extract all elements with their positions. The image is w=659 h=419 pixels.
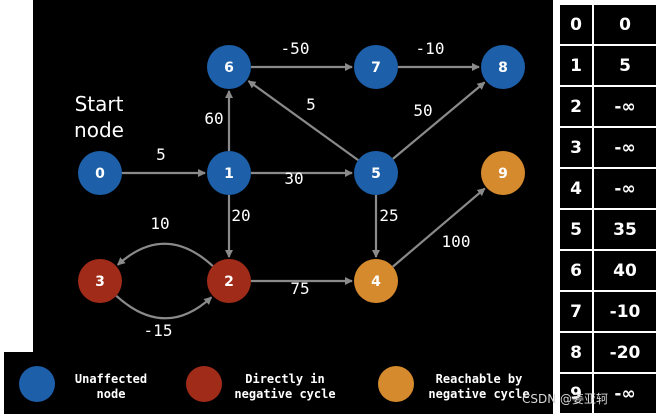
node-2 bbox=[207, 259, 251, 303]
legend-swatch-negative_cycle bbox=[186, 366, 222, 402]
table-distance-cell: 40 bbox=[592, 249, 658, 292]
table-row: 2-∞ bbox=[558, 85, 658, 128]
labels-layer: Start node bbox=[74, 92, 124, 142]
table-distance-cell: 35 bbox=[592, 208, 658, 251]
node-label-4: 4 bbox=[371, 274, 381, 290]
legend-background bbox=[4, 352, 553, 414]
table-row: 4-∞ bbox=[558, 167, 658, 210]
node-label-9: 9 bbox=[498, 166, 508, 182]
edge-weight-5-4: 25 bbox=[379, 206, 398, 225]
edge-3-2 bbox=[115, 294, 213, 320]
table-node-cell: 9 bbox=[558, 372, 594, 415]
node-9 bbox=[481, 151, 525, 195]
node-7 bbox=[354, 45, 398, 89]
table-node-cell: 5 bbox=[558, 208, 594, 251]
node-label-8: 8 bbox=[498, 60, 508, 76]
edge-weight-2-3: 10 bbox=[150, 214, 169, 233]
edge-weight-4-9: 100 bbox=[442, 232, 471, 251]
edge-weight-5-6: 5 bbox=[306, 95, 316, 114]
edge-4-9 bbox=[392, 187, 486, 268]
node-0 bbox=[78, 151, 122, 195]
edge-weight-1-6: 60 bbox=[204, 109, 223, 128]
edge-2-3 bbox=[117, 242, 214, 267]
table-node-cell: 0 bbox=[558, 3, 594, 46]
table-distance-cell: -∞ bbox=[592, 126, 658, 169]
edge-weight-1-5: 30 bbox=[284, 169, 303, 188]
edge-weight-1-2: 20 bbox=[231, 206, 250, 225]
table-node-cell: 6 bbox=[558, 249, 594, 292]
edge-5-8 bbox=[392, 81, 486, 160]
legend-label-reachable-0: Reachable by bbox=[436, 372, 523, 386]
edge-weight-3-2: -15 bbox=[144, 321, 173, 340]
node-3 bbox=[78, 259, 122, 303]
table-row: 9-∞ bbox=[558, 372, 658, 415]
table-distance-cell: -10 bbox=[592, 290, 658, 333]
node-label-6: 6 bbox=[224, 60, 234, 76]
node-6 bbox=[207, 45, 251, 89]
edge-5-6 bbox=[247, 80, 359, 162]
table-distance-cell: -∞ bbox=[592, 372, 658, 415]
table-node-cell: 8 bbox=[558, 331, 594, 374]
table-distance-cell: -20 bbox=[592, 331, 658, 374]
start-label-line-2: node bbox=[74, 118, 124, 142]
node-label-3: 3 bbox=[95, 274, 105, 290]
edge-weight-6-7: -50 bbox=[281, 39, 310, 58]
node-label-0: 0 bbox=[95, 166, 105, 182]
table-distance-cell: -∞ bbox=[592, 167, 658, 210]
node-label-2: 2 bbox=[224, 274, 234, 290]
legend-label-unaffected-1: node bbox=[97, 387, 126, 401]
edge-weight-2-4: 75 bbox=[290, 279, 309, 298]
node-4 bbox=[354, 259, 398, 303]
table-node-cell: 3 bbox=[558, 126, 594, 169]
legend-swatch-unaffected bbox=[19, 366, 55, 402]
nodes-layer: 0 1 2 3 4 5 6 7 8 9 bbox=[78, 45, 525, 303]
legend-label-negative_cycle-1: negative cycle bbox=[234, 387, 335, 401]
table-node-cell: 2 bbox=[558, 85, 594, 128]
legend-swatch-reachable bbox=[378, 366, 414, 402]
node-8 bbox=[481, 45, 525, 89]
table-distance-cell: 0 bbox=[592, 3, 658, 46]
edge-weight-7-8: -10 bbox=[416, 39, 445, 58]
node-1 bbox=[207, 151, 251, 195]
edge-weight-5-8: 50 bbox=[413, 101, 432, 120]
table-distance-cell: -∞ bbox=[592, 85, 658, 128]
node-label-1: 1 bbox=[224, 166, 234, 182]
legend-label-reachable-1: negative cycle bbox=[428, 387, 529, 401]
table-node-cell: 1 bbox=[558, 44, 594, 87]
watermark: CSDN @姜亚轲 bbox=[522, 392, 609, 406]
legend-label-unaffected-0: Unaffected bbox=[75, 372, 147, 386]
table-row: 7-10 bbox=[558, 290, 658, 333]
node-5 bbox=[354, 151, 398, 195]
legend-label-negative_cycle-0: Directly in bbox=[245, 372, 324, 386]
edge-weight-0-1: 5 bbox=[156, 145, 166, 164]
node-label-5: 5 bbox=[371, 166, 381, 182]
table-node-cell: 7 bbox=[558, 290, 594, 333]
table-node-cell: 4 bbox=[558, 167, 594, 210]
table-row: 3-∞ bbox=[558, 126, 658, 169]
node-label-7: 7 bbox=[371, 60, 381, 76]
table-row: 8-20 bbox=[558, 331, 658, 374]
table-distance-cell: 5 bbox=[592, 44, 658, 87]
start-label-line-1: Start bbox=[75, 92, 124, 116]
